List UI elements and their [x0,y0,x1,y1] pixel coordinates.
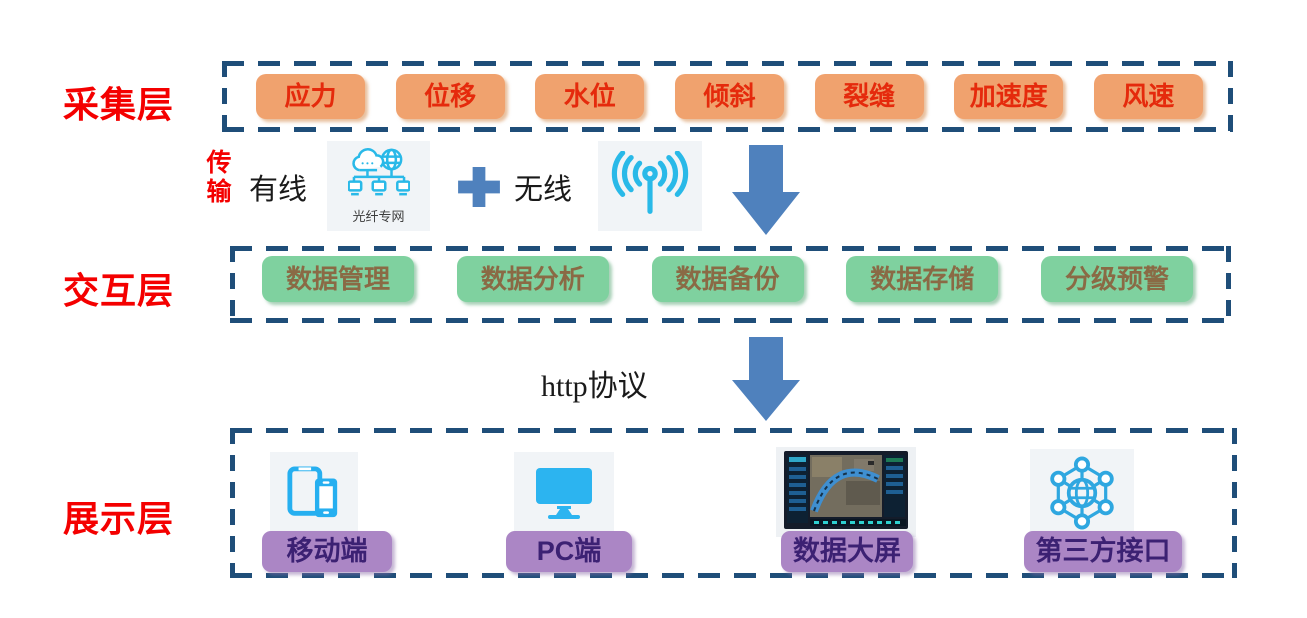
wireless-antenna-tile [598,141,702,231]
sensor-chip: 风速 [1093,74,1203,119]
mobile-devices-tile [270,452,358,538]
sensor-chip: 应力 [256,74,365,119]
network-hexagon-icon [1046,456,1118,535]
display-item-label: PC端 [506,531,632,572]
interaction-layer-box: 数据管理 数据分析 数据备份 数据存储 分级预警 [230,246,1231,323]
sensor-chip: 裂缝 [814,74,924,119]
function-chip: 数据备份 [651,256,804,302]
transmission-title: 传输 [203,149,231,207]
wireless-label: 无线 [514,174,573,206]
display-item-label: 移动端 [262,531,392,572]
dashboard-screenshot [784,450,908,534]
function-chip: 数据管理 [262,256,414,302]
dashboard-screenshot-tile [776,447,916,537]
interaction-layer-title: 交互层 [63,270,175,311]
sensor-chip-row: 应力 位移 水位 倾斜 裂缝 加速度 风速 [222,61,1233,132]
arrow-collection-to-interaction [732,145,800,240]
sensor-chip: 倾斜 [674,74,784,119]
desktop-icon [533,466,595,525]
function-chip: 数据存储 [846,256,999,302]
fiber-network-tile: 光纤专网 [327,141,430,231]
function-chip: 分级预警 [1041,256,1193,302]
wired-label: 有线 [249,174,308,206]
fiber-network-icon [346,147,411,204]
wireless-antenna-icon [610,149,690,222]
function-chip-row: 数据管理 数据分析 数据备份 数据存储 分级预警 [230,246,1231,323]
collection-layer-box: 应力 位移 水位 倾斜 裂缝 加速度 风速 [222,61,1233,132]
fiber-network-caption: 光纤专网 [352,209,405,224]
collection-layer-title: 采集层 [63,84,175,125]
display-layer-title: 展示层 [63,498,175,539]
mobile-devices-icon [285,465,343,526]
display-item-label: 数据大屏 [781,531,913,572]
third-party-tile [1030,449,1134,541]
display-item-label: 第三方接口 [1024,531,1182,572]
arrow-interaction-to-display [732,337,800,426]
http-protocol-label: http协议 [541,370,648,403]
function-chip: 数据分析 [456,256,609,302]
pc-tile [514,452,614,538]
sensor-chip: 加速度 [954,74,1064,119]
plus-icon [458,167,500,212]
sensor-chip: 位移 [395,74,505,119]
sensor-chip: 水位 [535,74,645,119]
